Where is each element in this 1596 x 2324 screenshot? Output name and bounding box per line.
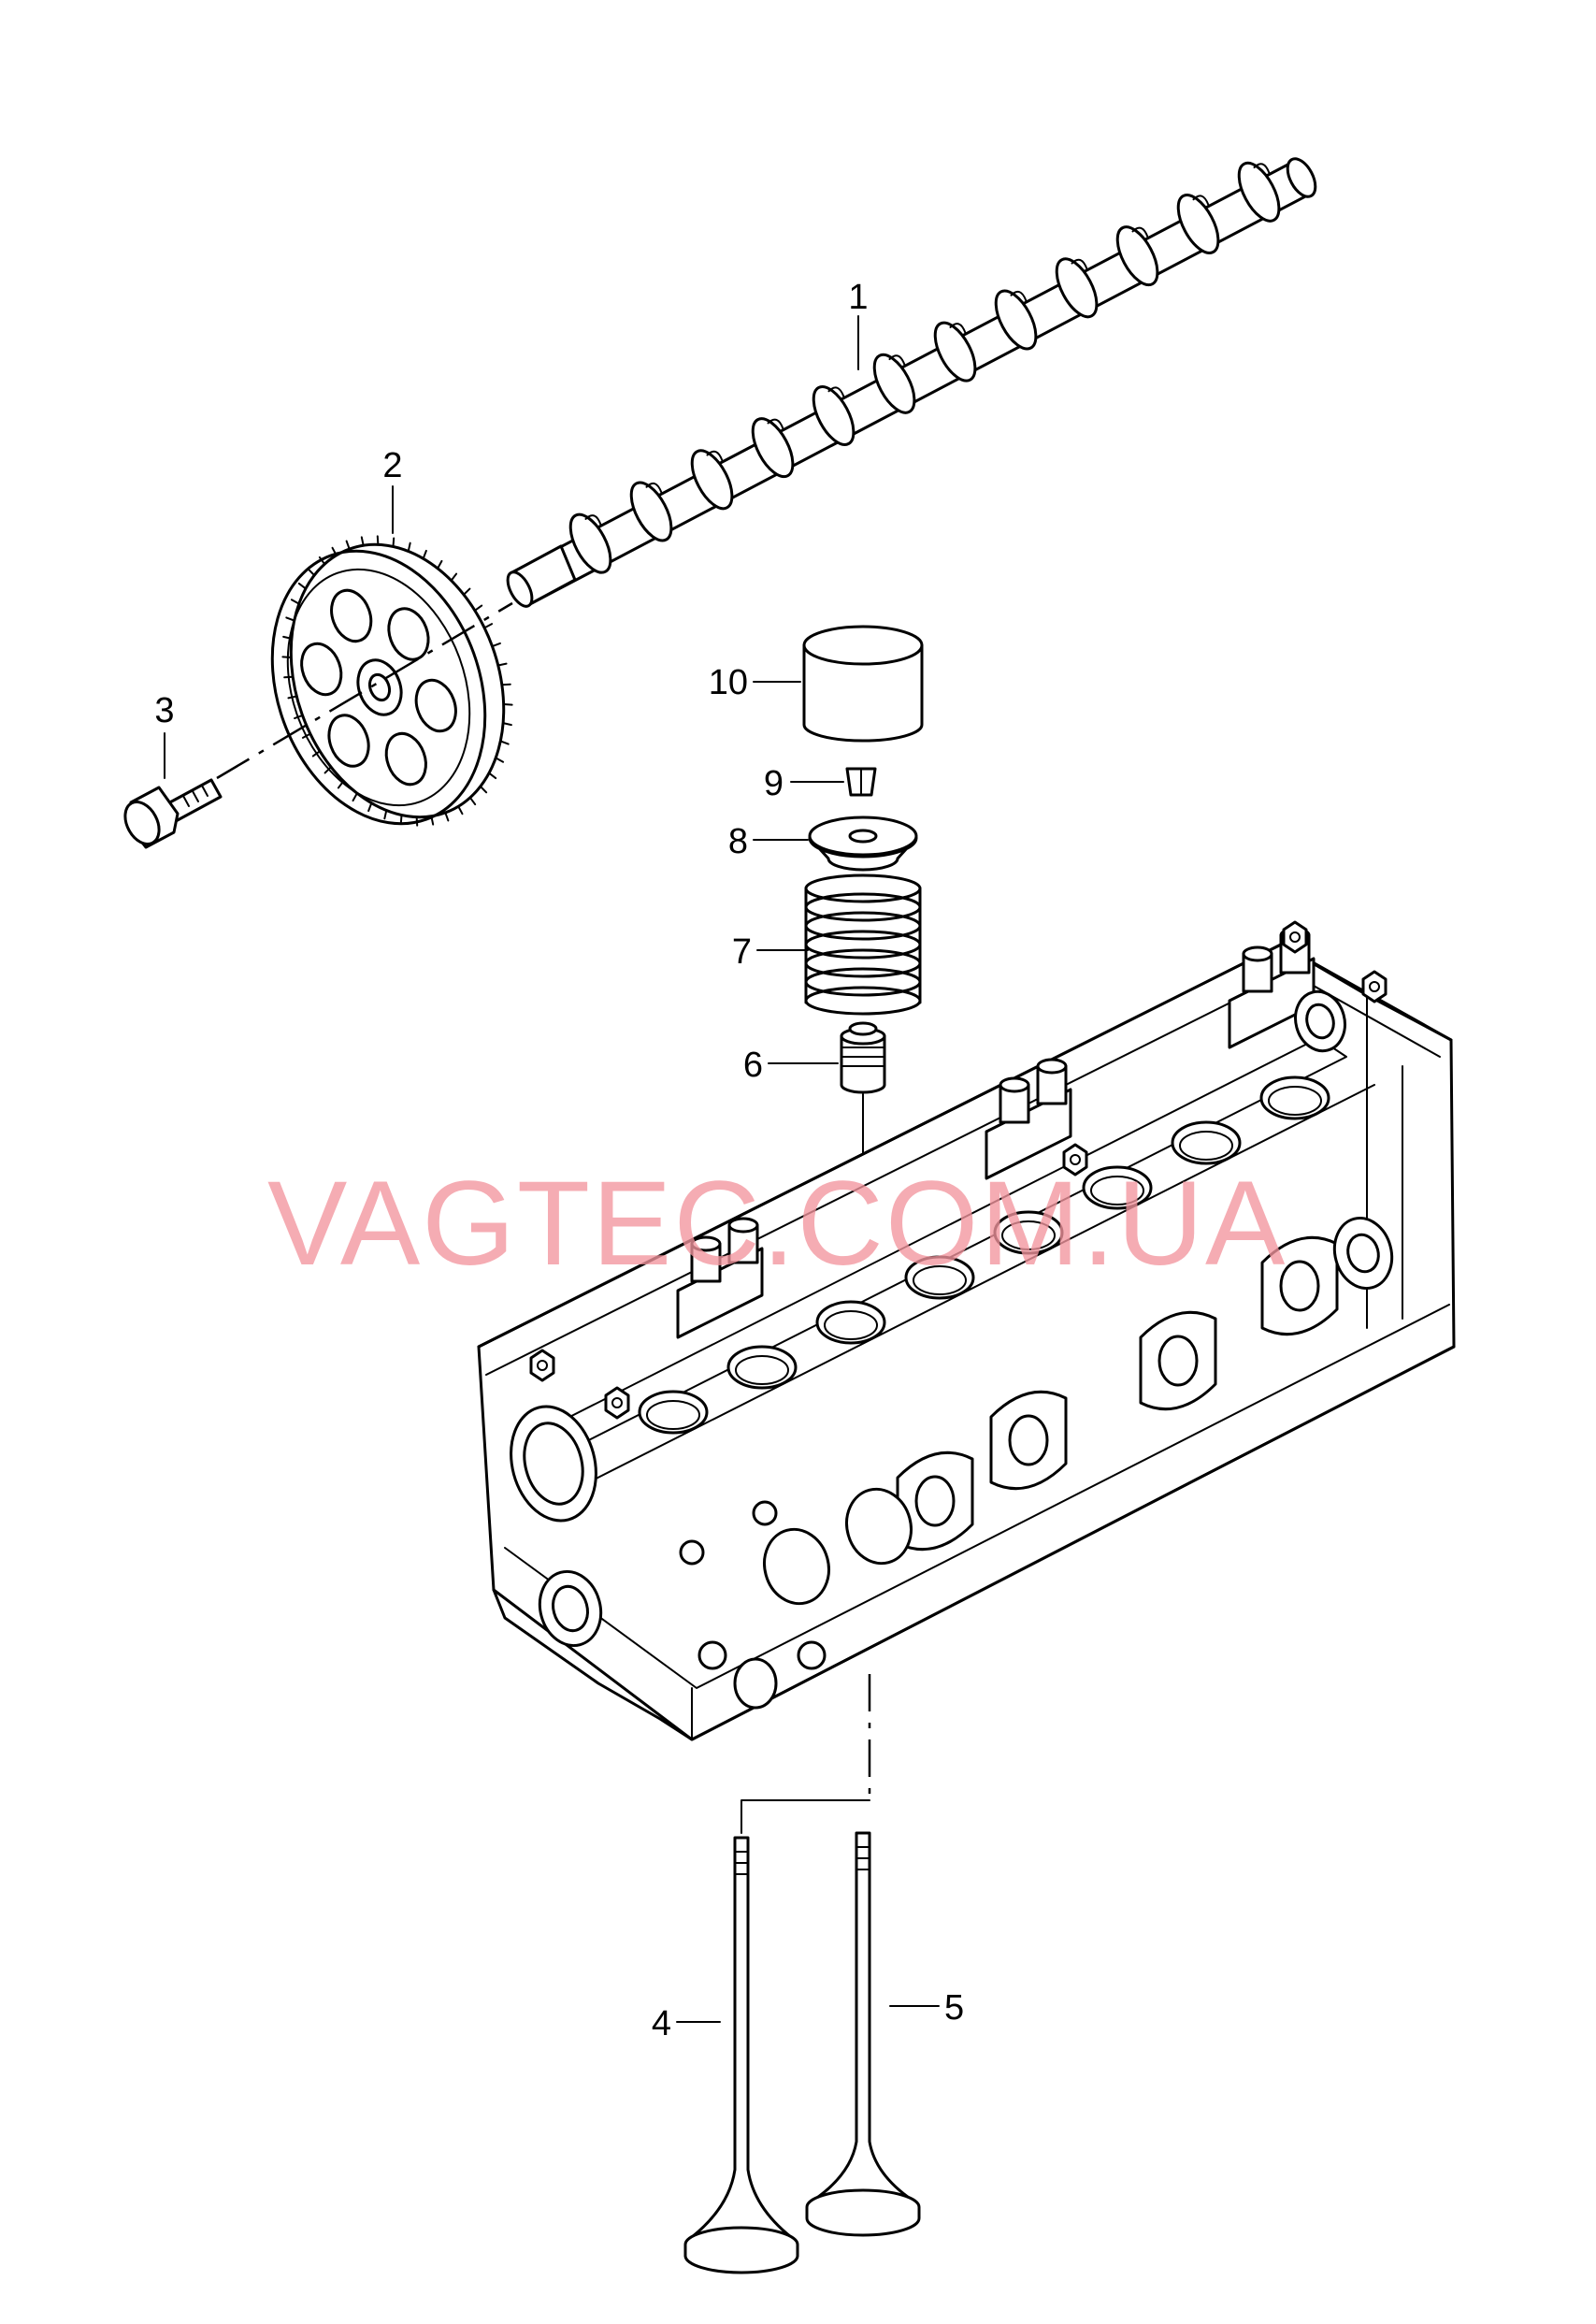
valve-spring <box>804 873 922 1016</box>
callout-10: 10 <box>709 663 748 702</box>
callout-2: 2 <box>382 446 402 485</box>
valve-1 <box>683 1836 799 2274</box>
callout-3: 3 <box>154 691 174 730</box>
valve-bracket <box>740 1799 870 1834</box>
sprocket-axis <box>216 601 513 780</box>
sprocket-bolt <box>123 778 223 849</box>
callout-leaders <box>164 315 940 2023</box>
valve-collet <box>845 767 877 797</box>
watermark: VAGTEC.COM.UA <box>267 1157 1287 1291</box>
callout-7: 7 <box>732 932 752 972</box>
bucket-tappet <box>802 625 924 743</box>
spring-retainer <box>808 816 918 872</box>
callout-5: 5 <box>944 1988 964 2028</box>
camshaft <box>506 157 1317 608</box>
camshaft-sprocket <box>270 535 513 827</box>
callout-1: 1 <box>848 278 868 317</box>
callout-9: 9 <box>764 764 784 803</box>
cylinder-head <box>477 920 1456 1741</box>
valve-2 <box>805 1831 921 2237</box>
callout-6: 6 <box>743 1046 763 1085</box>
valve-stem-seal <box>840 1021 886 1094</box>
callout-8: 8 <box>728 822 748 861</box>
callout-4: 4 <box>652 2004 671 2043</box>
